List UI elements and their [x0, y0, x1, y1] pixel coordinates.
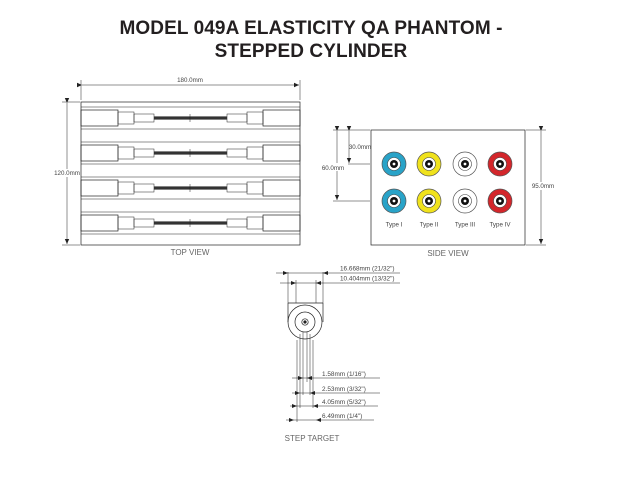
title-line-2: STEPPED CYLINDER	[214, 41, 408, 62]
step-right-1	[246, 146, 264, 160]
cylinder-rod	[154, 116, 227, 120]
step-2-arrows	[295, 391, 315, 395]
step-1-arrows	[298, 376, 312, 380]
cylinder-rows	[80, 106, 301, 235]
cylinder-cap-left	[80, 144, 119, 162]
step-right-2	[226, 148, 248, 158]
step-left-1	[117, 216, 135, 230]
step-left-1	[117, 146, 135, 160]
cylinder-row	[80, 176, 301, 200]
top-view-height-label: 120.0mm	[54, 170, 80, 177]
target-2-icon	[416, 151, 442, 177]
top-view-width-label: 180.0mm	[177, 77, 203, 84]
step-dim-4: 6.49mm (1/4")	[322, 413, 362, 420]
target-1-icon	[381, 188, 407, 214]
cylinder-row	[80, 141, 301, 165]
target-core-ring	[301, 318, 309, 326]
target-center	[392, 199, 396, 203]
target-center	[463, 162, 467, 166]
target-3-icon	[452, 188, 478, 214]
step-dim-inner: 10.404mm (13/32")	[340, 276, 395, 283]
step-target: 16.668mm (21/32") 10.404mm (13/32") 1.58…	[276, 266, 400, 443]
type-label: Type II	[420, 222, 439, 229]
step-left-2	[133, 113, 155, 123]
type-label: Type IV	[490, 222, 512, 229]
cylinder-rod	[154, 221, 227, 225]
cylinder-rod	[154, 186, 227, 190]
step-right-2	[226, 183, 248, 193]
target-center	[498, 199, 502, 203]
step-dim-outer: 16.668mm (21/32")	[340, 266, 395, 273]
side-height-label-bg	[530, 182, 556, 190]
cylinder-cap-left	[80, 179, 119, 197]
type-label: Type III	[455, 222, 476, 229]
cylinder-cap-right	[262, 179, 301, 197]
side-view-caption: SIDE VIEW	[427, 249, 469, 258]
title-line-1: MODEL 049A ELASTICITY QA PHANTOM -	[119, 18, 503, 39]
cylinder-cap-left	[80, 214, 119, 232]
cylinder-cap-right	[262, 144, 301, 162]
phantom-outline	[80, 101, 301, 246]
step-dim-1: 1.58mm (1/16")	[322, 371, 366, 378]
cylinder-row	[80, 106, 301, 130]
target-center	[463, 199, 467, 203]
top-view-caption: TOP VIEW	[171, 248, 210, 257]
target-circles: Type I Type II Type III Type IV	[381, 151, 513, 229]
step-target-caption: STEP TARGET	[285, 434, 340, 443]
cylinder-rod	[154, 151, 227, 155]
step-right-2	[226, 218, 248, 228]
side-view-spacing-label: 30.0mm	[349, 144, 371, 151]
target-center	[392, 162, 396, 166]
height-label-bg	[54, 169, 80, 177]
cylinder-cap-left	[80, 109, 119, 127]
target-core	[303, 320, 307, 324]
step-left-2	[133, 218, 155, 228]
target-3-icon	[452, 151, 478, 177]
side-view-outline	[370, 129, 526, 246]
step-left-2	[133, 183, 155, 193]
target-inner-circle	[294, 311, 316, 333]
step-left-2	[133, 148, 155, 158]
step-dim-2: 2.53mm (3/32")	[322, 386, 366, 393]
target-1-icon	[381, 151, 407, 177]
page-title: MODEL 049A ELASTICITY QA PHANTOM - STEPP…	[0, 17, 622, 63]
step-left-1	[117, 111, 135, 125]
spacing-label-bg	[350, 143, 370, 151]
step-left-1	[117, 181, 135, 195]
side-view-height-label: 95.0mm	[532, 183, 554, 190]
target-4-icon	[487, 188, 513, 214]
side-view-offset-label: 60.0mm	[322, 165, 344, 172]
target-center	[427, 162, 431, 166]
step-right-2	[226, 113, 248, 123]
step-right-1	[246, 216, 264, 230]
target-center	[427, 199, 431, 203]
step-dim-3: 4.05mm (5/32")	[322, 399, 366, 406]
type-label: Type I	[386, 222, 403, 229]
step-right-1	[246, 111, 264, 125]
offset-label-bg	[320, 163, 348, 171]
target-4-icon	[487, 151, 513, 177]
top-view: 180.0mm 120.0mm TOP VIEW	[54, 77, 301, 257]
target-center	[498, 162, 502, 166]
step-right-1	[246, 181, 264, 195]
cylinder-row	[80, 211, 301, 235]
target-2-icon	[416, 188, 442, 214]
cylinder-cap-right	[262, 214, 301, 232]
cylinder-cap-right	[262, 109, 301, 127]
